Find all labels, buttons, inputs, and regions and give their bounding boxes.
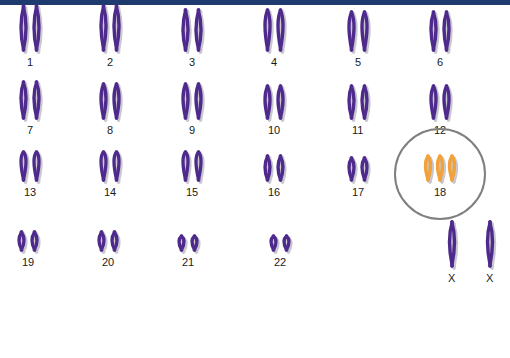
chromosome-number: 7 bbox=[27, 124, 33, 137]
chromatid bbox=[103, 152, 106, 180]
chromatid bbox=[267, 10, 270, 50]
chromatid bbox=[116, 152, 119, 180]
chromatid bbox=[185, 152, 188, 180]
chromatid bbox=[280, 86, 283, 118]
chromosome-number: 16 bbox=[268, 186, 280, 199]
chromatid bbox=[364, 12, 367, 50]
chromatid bbox=[23, 152, 26, 180]
chromosome-number: 4 bbox=[271, 56, 277, 69]
chromosome-number: X bbox=[448, 272, 455, 285]
chromatid bbox=[114, 232, 117, 250]
chromatid bbox=[428, 156, 431, 180]
chromosome-number: 11 bbox=[352, 124, 363, 137]
chromatid bbox=[490, 222, 493, 266]
chromatid bbox=[267, 156, 270, 180]
chromosome-number: 1 bbox=[27, 56, 33, 69]
chromosome-number: 15 bbox=[186, 186, 198, 199]
chromosome-number: 3 bbox=[189, 56, 195, 69]
chromatid bbox=[23, 6, 26, 50]
chromatid bbox=[21, 232, 24, 250]
chromatid bbox=[198, 10, 201, 50]
chromosome-number: 12 bbox=[434, 124, 446, 137]
chromatid bbox=[185, 84, 188, 118]
chromatid bbox=[452, 156, 455, 180]
chromatid bbox=[351, 12, 354, 50]
chromatid bbox=[280, 10, 283, 50]
chromatid bbox=[440, 156, 443, 180]
chromatid bbox=[446, 86, 449, 118]
chromosome-number: 21 bbox=[182, 256, 194, 269]
chromosome-number: 14 bbox=[104, 186, 116, 199]
chromatid bbox=[351, 158, 354, 180]
chromatid bbox=[364, 158, 367, 180]
chromosome-number: 22 bbox=[274, 256, 286, 269]
chromosome-number: 9 bbox=[189, 124, 195, 137]
chromatid bbox=[36, 152, 39, 180]
highlight-circle: 18 bbox=[394, 128, 486, 220]
chromatid bbox=[433, 86, 436, 118]
chromatid bbox=[116, 84, 119, 118]
chromosome-number: 6 bbox=[437, 56, 443, 69]
chromatid bbox=[36, 6, 39, 50]
chromatid bbox=[101, 232, 104, 250]
chromosome-number: 17 bbox=[352, 186, 364, 199]
top-band bbox=[0, 0, 510, 5]
chromatid bbox=[23, 82, 26, 118]
chromosome-number: 20 bbox=[102, 256, 114, 269]
chromosome-number: 2 bbox=[107, 56, 113, 69]
chromatid bbox=[446, 12, 449, 50]
chromatid bbox=[194, 236, 197, 250]
chromatid bbox=[103, 84, 106, 118]
chromatid bbox=[181, 236, 184, 250]
chromatid bbox=[267, 86, 270, 118]
chromatid bbox=[103, 6, 106, 50]
chromosome-number: X bbox=[486, 272, 493, 285]
chromosome-number: 19 bbox=[22, 256, 34, 269]
chromatid bbox=[198, 84, 201, 118]
chromatid bbox=[198, 152, 201, 180]
chromatid bbox=[433, 12, 436, 50]
chromatid bbox=[364, 86, 367, 118]
chromatid bbox=[34, 232, 37, 250]
chromosome-number: 13 bbox=[24, 186, 36, 199]
chromosome-number: 18 bbox=[434, 186, 446, 199]
chromatid bbox=[351, 86, 354, 118]
chromatid bbox=[452, 222, 455, 266]
chromosome-number: 5 bbox=[355, 56, 361, 69]
chromatid bbox=[185, 10, 188, 50]
chromosome-number: 8 bbox=[107, 124, 113, 137]
chromatid bbox=[280, 156, 283, 180]
chromatid bbox=[36, 82, 39, 118]
chromatid bbox=[116, 6, 119, 50]
chromatid bbox=[286, 236, 289, 250]
chromatid bbox=[273, 236, 276, 250]
chromosome-number: 10 bbox=[268, 124, 280, 137]
